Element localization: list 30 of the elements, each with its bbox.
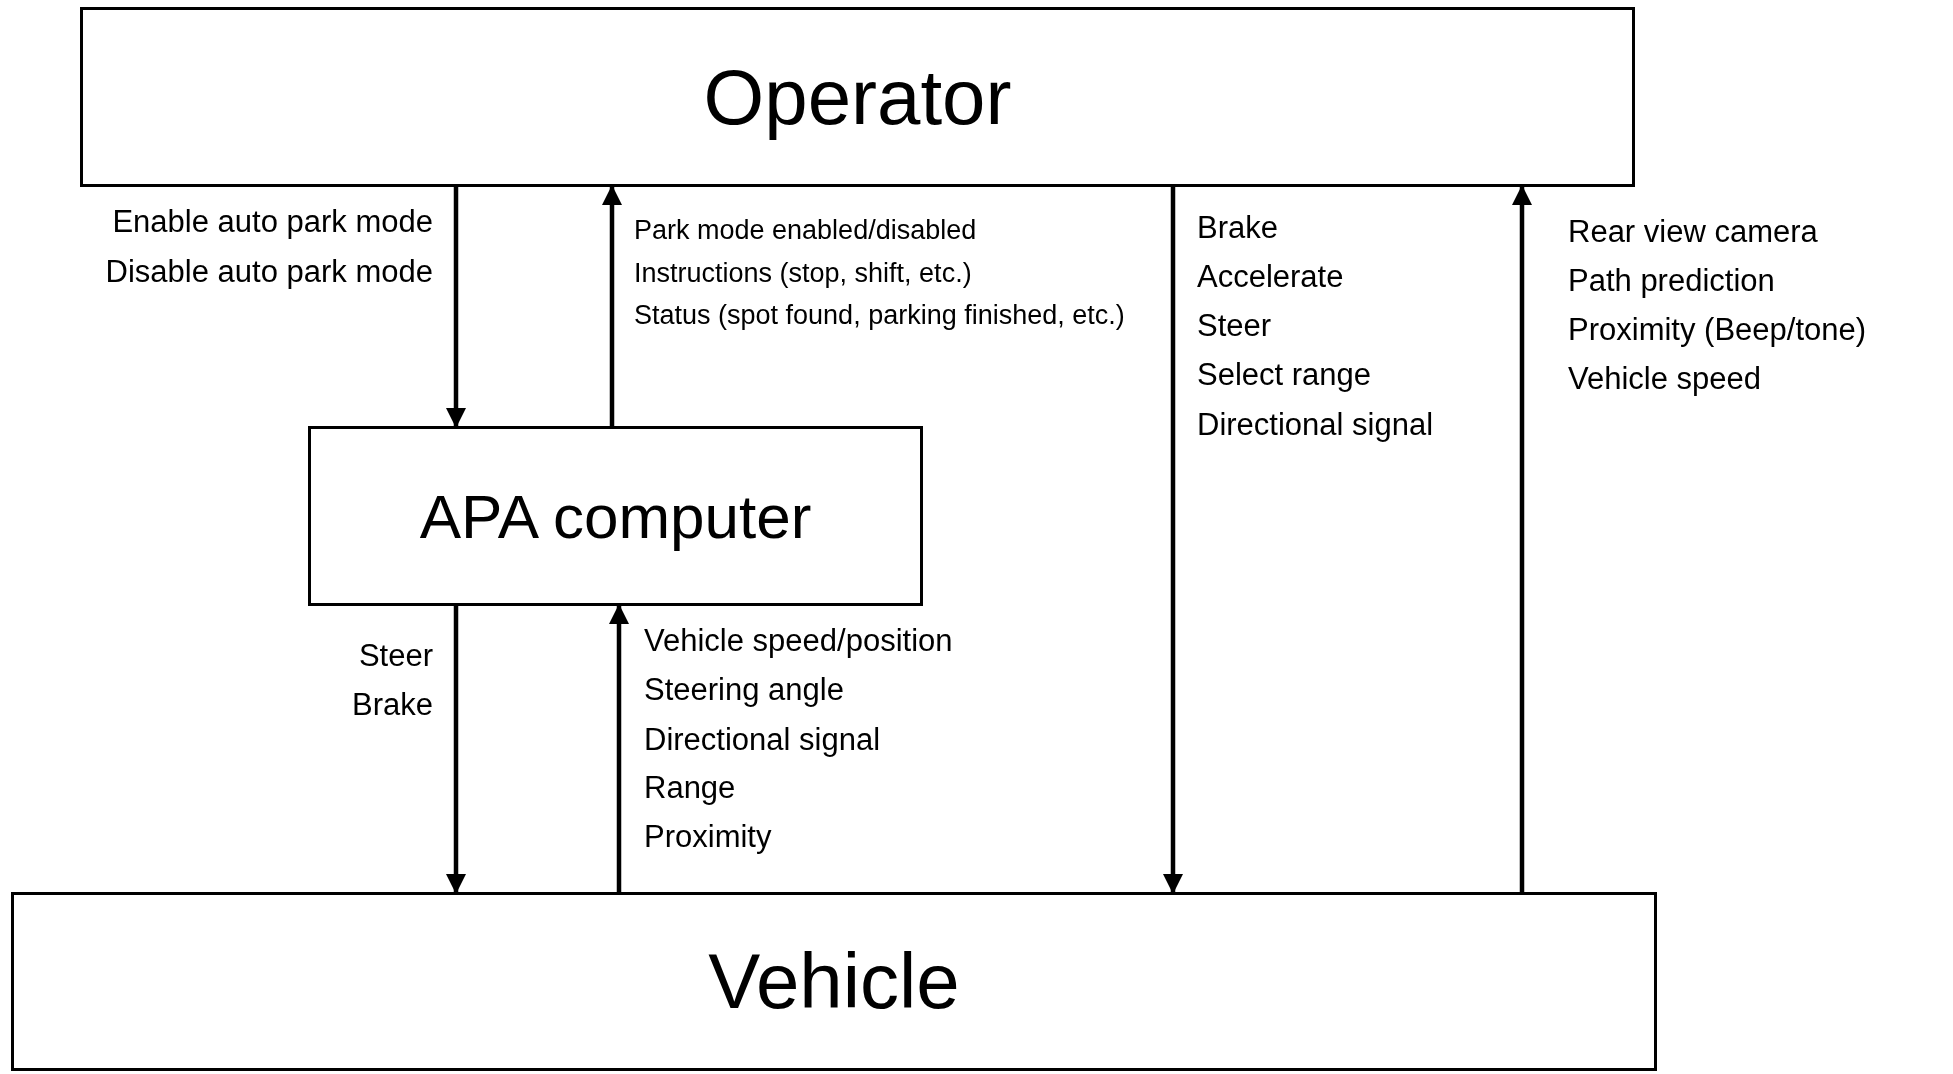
signal-label: Path prediction: [1568, 262, 1775, 300]
block-title: APA computer: [419, 480, 812, 552]
signal-label: Range: [644, 769, 736, 807]
signal-label: Steer: [358, 637, 433, 675]
signal-label: Steering angle: [644, 671, 844, 709]
block-box: [308, 426, 923, 606]
signal-label: Steer: [1197, 307, 1272, 345]
signal-label: Accelerate: [1197, 258, 1344, 296]
arrow: [608, 604, 630, 892]
arrow: [601, 185, 623, 426]
signal-label: Directional signal: [1197, 406, 1434, 444]
signal-label: Vehicle speed: [1568, 360, 1762, 398]
signal-label: Rear view camera: [1568, 213, 1818, 251]
arrow: [1511, 185, 1533, 892]
signal-label: Select range: [1197, 356, 1372, 394]
signal-label: Proximity (Beep/tone): [1568, 311, 1867, 349]
signal-label: Instructions (stop, shift, etc.): [634, 256, 973, 290]
block-title: Operator: [703, 51, 1012, 143]
signal-label: Brake: [352, 686, 433, 724]
signal-label: Directional signal: [644, 721, 881, 759]
signal-label: Brake: [1197, 209, 1278, 247]
signal-label: Park mode enabled/disabled: [634, 213, 978, 247]
signal-label: Disable auto park mode: [105, 253, 433, 291]
signal-label: Proximity: [644, 818, 772, 856]
signal-label: Enable auto park mode: [112, 203, 433, 241]
signal-label: Vehicle speed/position: [644, 622, 953, 660]
block-box: [11, 892, 1657, 1071]
signal-label: Status (spot found, parking finished, etc.): [634, 298, 1126, 332]
block-title: Vehicle: [708, 936, 960, 1027]
block-box: [80, 7, 1635, 187]
